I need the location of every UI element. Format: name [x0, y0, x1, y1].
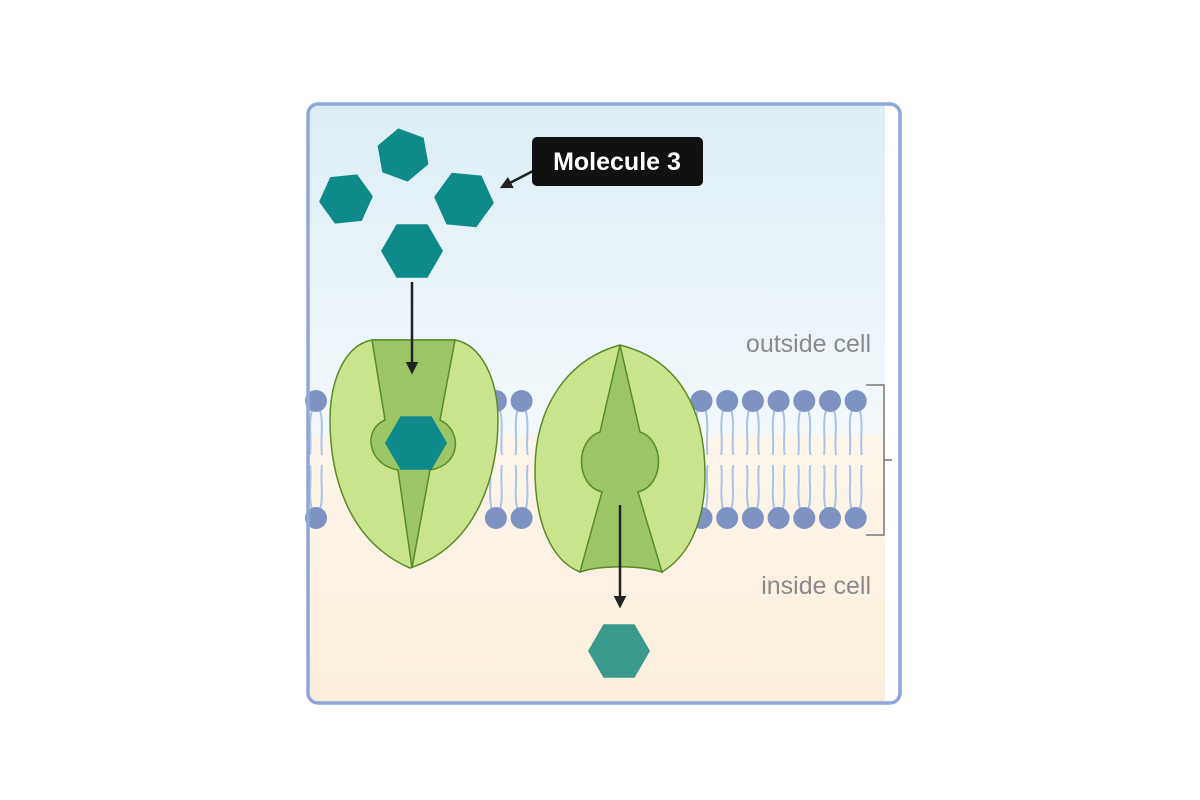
lipid-tail [704, 464, 709, 511]
lipid-tail [797, 409, 802, 456]
lipid-tail [848, 464, 853, 511]
lipid-tail [720, 409, 725, 456]
lipid-tail [755, 409, 760, 456]
lipid-head [767, 390, 790, 412]
panel-right-strip [885, 105, 899, 702]
lipid-head [819, 507, 841, 529]
lipid-bilayer [305, 390, 867, 529]
lipid-tail [319, 464, 323, 511]
callout-pointer-arrow [499, 168, 536, 189]
lipid-tail [797, 464, 802, 511]
molecule-hexagon [377, 128, 429, 182]
molecule-hexagon [434, 172, 494, 228]
lipid-tail [771, 409, 776, 456]
molecule-released-hexagon [588, 624, 650, 678]
lipid-tail [514, 464, 519, 511]
callout-molecule-3: Molecule 3 [532, 137, 703, 186]
lipid-tail [858, 464, 863, 511]
lipid-tail [858, 409, 863, 456]
lipid-tail [730, 464, 735, 511]
molecule-bound-hexagon [385, 416, 447, 470]
lipid-tail [309, 409, 313, 456]
lipid-tail [498, 409, 503, 456]
lipid-tail [781, 409, 786, 456]
transporter-open-outside [329, 339, 499, 569]
lipid-head [690, 390, 713, 412]
lipid-head [844, 390, 867, 412]
lipid-tail [498, 464, 503, 511]
callout-box [532, 137, 703, 186]
lipid-tail [730, 409, 735, 456]
lipid-tail [524, 409, 529, 456]
lipid-tail [807, 464, 812, 511]
lipid-head [716, 507, 739, 529]
lipid-tail [848, 409, 853, 456]
lipid-head [716, 390, 739, 412]
lipid-tail [807, 409, 812, 456]
molecule-hexagon [381, 224, 443, 278]
lipid-tail [833, 464, 837, 511]
lipid-head [484, 507, 507, 529]
lipid-tail [514, 409, 519, 456]
lipid-head [305, 390, 327, 412]
lipid-head [510, 507, 533, 529]
outside-cell-label: outside cell [746, 330, 871, 358]
lipid-tail [755, 464, 760, 511]
lipid-head [741, 390, 764, 412]
lipid-tail [319, 409, 323, 456]
lipid-head [844, 507, 867, 529]
lipid-head [741, 507, 764, 529]
molecule-hexagon [319, 174, 373, 224]
callout-label: Molecule 3 [553, 148, 681, 176]
lipid-tail [823, 409, 827, 456]
lipid-tail [309, 464, 313, 511]
lipid-head [819, 390, 841, 412]
transporter-open-inside [534, 344, 706, 574]
lipid-head [793, 507, 816, 529]
inside-cell-label: inside cell [761, 572, 871, 600]
lipid-tail [524, 464, 529, 511]
lipid-head [305, 507, 327, 529]
lipid-tail [745, 409, 750, 456]
lipid-tail [833, 409, 837, 456]
lipid-head [767, 507, 790, 529]
lipid-tail [823, 464, 827, 511]
lipid-head [510, 390, 533, 412]
lipid-tail [720, 464, 725, 511]
lipid-tail [771, 464, 776, 511]
lipid-tail [745, 464, 750, 511]
lipid-head [793, 390, 816, 412]
lipid-tail [704, 409, 709, 456]
lipid-tail [781, 464, 786, 511]
panel-frame [306, 102, 902, 705]
